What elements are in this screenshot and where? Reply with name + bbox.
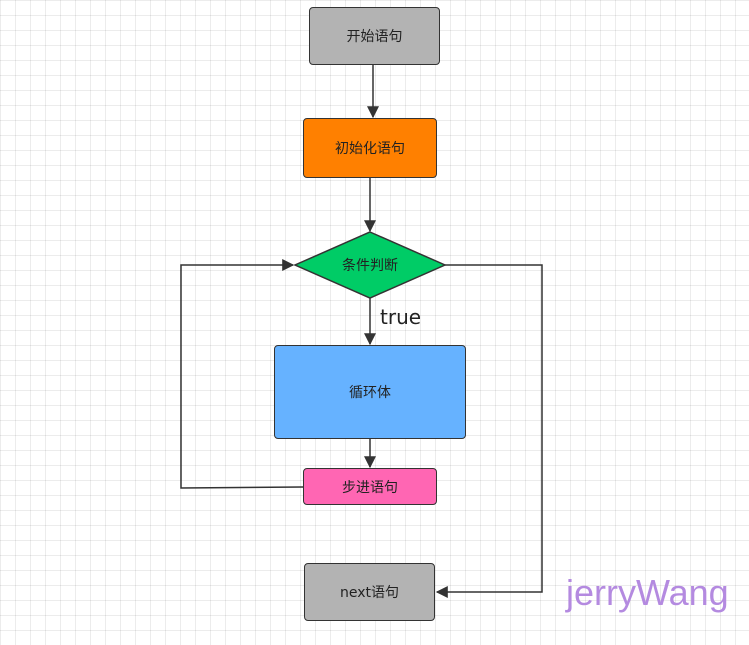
next-statement-node[interactable]: next语句 (304, 563, 435, 621)
step-statement-label: 步进语句 (342, 479, 398, 496)
start-statement-node[interactable]: 开始语句 (309, 7, 440, 65)
loop-body-node[interactable]: 循环体 (274, 345, 466, 439)
edge-condition-false-to-next (435, 264, 543, 598)
next-statement-label: next语句 (339, 585, 399, 601)
init-statement-node[interactable]: 初始化语句 (303, 118, 437, 178)
edge-step-loop-back (180, 259, 304, 489)
true-edge-label: true (380, 305, 422, 329)
step-statement-node[interactable]: 步进语句 (303, 468, 437, 505)
condition-label-wrap: 条件判断 (295, 232, 445, 298)
start-statement-label: 开始语句 (346, 29, 403, 45)
loop-body-label: 循环体 (349, 385, 391, 401)
init-statement-label: 初始化语句 (335, 141, 405, 157)
condition-label: 条件判断 (342, 258, 398, 274)
watermark-text: jerryWang (566, 572, 729, 613)
